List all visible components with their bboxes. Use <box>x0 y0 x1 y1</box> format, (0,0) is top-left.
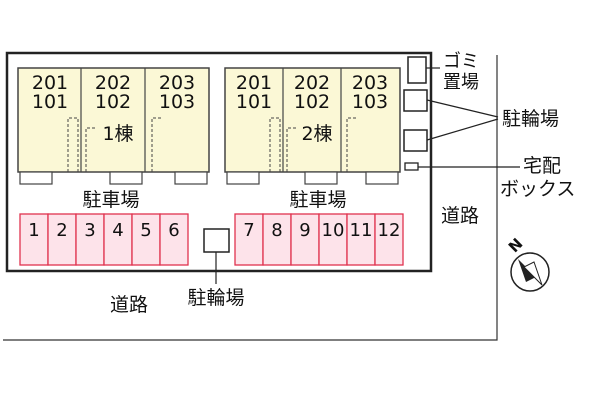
entrance-step <box>109 171 143 185</box>
unit-number: 203 <box>159 72 195 94</box>
road-label-bottom: 道路 <box>110 294 148 316</box>
parking-stall-number: 9 <box>299 220 310 241</box>
parking-stall <box>262 213 292 266</box>
building-1-outline <box>17 67 210 173</box>
delivery-label-line1: 宅配 <box>523 155 561 177</box>
unit-number: 103 <box>159 91 195 113</box>
parking-stall <box>234 213 264 266</box>
road-boundary <box>3 55 498 341</box>
callout-line <box>426 118 499 141</box>
parking-stall-number: 10 <box>322 220 345 241</box>
building-2: 201 101 202 102 203 103 2棟 <box>224 67 401 185</box>
unit-number: 201 <box>236 72 272 94</box>
bicycle-label-right: 駐輪場 <box>502 108 559 130</box>
parking-stall-number: 12 <box>378 220 401 241</box>
bicycle-label-bottom: 駐輪場 <box>187 287 244 309</box>
parking-stall-number: 8 <box>271 220 282 241</box>
parking-stall-number: 11 <box>350 220 373 241</box>
parking-stall <box>346 213 376 266</box>
bicycle-parking-right-1 <box>403 89 428 112</box>
building-label: 1棟 <box>102 123 133 145</box>
entrance-step <box>365 171 399 185</box>
bicycle-parking-right-2 <box>403 129 428 152</box>
parking-stall-number: 3 <box>84 220 95 241</box>
delivery-label-line2: ボックス <box>500 178 575 200</box>
parking-stall <box>290 213 320 266</box>
building-1: 201 101 202 102 203 103 1棟 <box>17 67 210 185</box>
compass: N <box>505 235 550 292</box>
stair-outline <box>151 117 162 172</box>
unit-number: 203 <box>352 72 388 94</box>
entrance-step <box>174 171 208 185</box>
parking-label-right: 駐車場 <box>289 189 346 211</box>
stair-outline <box>269 117 281 172</box>
parking-stall <box>159 213 189 266</box>
unit-number: 102 <box>294 91 330 113</box>
delivery-box <box>404 162 419 171</box>
unit-number: 201 <box>32 72 68 94</box>
parking-stall <box>75 213 105 266</box>
unit-number: 202 <box>95 72 131 94</box>
parking-stall-number: 7 <box>243 220 254 241</box>
parking-stall-number: 6 <box>168 220 179 241</box>
parking-stall <box>103 213 133 266</box>
parking-stall <box>318 213 348 266</box>
garbage-area <box>407 56 427 84</box>
parking-stall-number: 5 <box>140 220 151 241</box>
compass-needle-south <box>523 261 543 286</box>
garbage-label-line1: ゴミ <box>443 51 479 72</box>
compass-north-label: N <box>505 235 527 257</box>
building-2-outline <box>224 67 401 173</box>
parking-stall-number: 4 <box>112 220 123 241</box>
garbage-label-line2: 置場 <box>443 72 479 93</box>
parking-stall <box>47 213 77 266</box>
bicycle-parking-bottom <box>203 228 230 253</box>
unit-number: 101 <box>236 91 272 113</box>
parking-label-left: 駐車場 <box>82 189 139 211</box>
building-label: 2棟 <box>301 123 332 145</box>
stair-outline <box>67 117 79 172</box>
stair-outline <box>346 117 357 172</box>
stair-outline <box>286 127 297 172</box>
entrance-step <box>226 171 260 185</box>
parking-stall-number: 2 <box>56 220 67 241</box>
road-label-right: 道路 <box>441 205 479 227</box>
unit-number: 103 <box>352 91 388 113</box>
parking-stall-number: 1 <box>28 220 39 241</box>
unit-number: 102 <box>95 91 131 113</box>
stair-outline <box>85 127 96 172</box>
unit-number: 101 <box>32 91 68 113</box>
entrance-step <box>19 171 53 185</box>
parking-stall <box>374 213 404 266</box>
unit-number: 202 <box>294 72 330 94</box>
callout-line <box>426 99 499 118</box>
entrance-step <box>304 171 338 185</box>
